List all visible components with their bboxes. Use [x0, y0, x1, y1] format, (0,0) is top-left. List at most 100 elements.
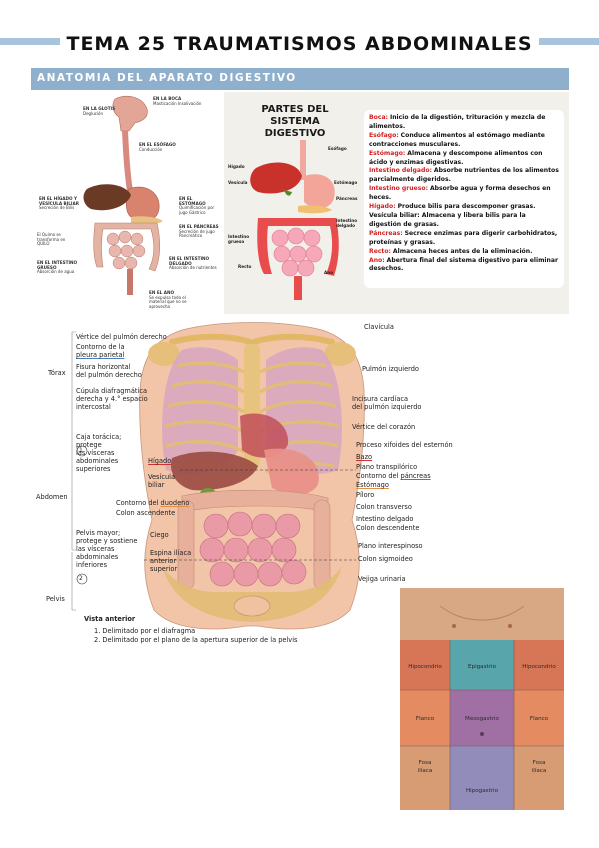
caption-title: Vista anterior	[84, 615, 136, 623]
label-contorno-pleura-2: pleura parietal	[76, 351, 125, 359]
label-vertice-pulmon-derecho: Vértice del pulmón derecho	[76, 333, 167, 341]
label-incisura-2: del pulmón izquierdo	[352, 403, 422, 411]
label-caja-4: abdominales	[76, 457, 119, 465]
region-mesogastrio: Mesogastrio	[465, 716, 499, 722]
part-item: Intestino delgado: Absorbe nutrientes de…	[369, 167, 559, 184]
part-item: Hígado: Produce bilis para descomponer g…	[369, 203, 536, 211]
label-espina-3: superior	[150, 565, 178, 573]
fig-label-intestino-delgado: Intestino delgado	[336, 218, 358, 228]
region-hipocondrio-izquierdo: Hipocondrio	[522, 664, 556, 670]
label-bolo: El Quimo se transforma en QUILO	[37, 232, 66, 247]
part-item: Estómago: Almacena y descompone alimento…	[369, 149, 543, 166]
region-fosa-iliaca-derecha-2: ilíaca	[417, 768, 433, 774]
label-cupula-1: Cúpula diafragmática	[76, 387, 147, 395]
fig-label-higado: Hígado	[228, 164, 245, 169]
anterior-view-anatomy: Vértice del pulmón derecho Contorno de l…	[32, 320, 453, 660]
label-pelvis-mayor-2: protege y sostiene	[76, 537, 138, 545]
label-plano-transpilorico: Plano transpilórico	[356, 463, 418, 471]
label-fisura-1: Fisura horizontal	[76, 363, 131, 371]
label-proceso-xifoides: Proceso xifoides del esternón	[356, 441, 453, 449]
caption-note-1: 1. Delimitado por el diafragma	[94, 627, 196, 635]
region-hipocondrio-derecho: Hipocondrio	[408, 664, 442, 670]
fig-label-ano: Ano	[324, 270, 334, 275]
part-item: Intestino grueso: Absorbe agua y forma d…	[369, 185, 551, 202]
label-intestino-delgado: Intestino delgado	[356, 515, 414, 523]
label-vejiga-urinaria: Vejiga urinaria	[358, 575, 406, 583]
label-caja-2: protege	[76, 441, 102, 449]
fig-label-vesicula: Vesícula	[228, 180, 248, 185]
label-bazo: Bazo	[356, 453, 373, 461]
region-hipogastrio: Hipogastrio	[465, 788, 499, 794]
label-pelvis: Pelvis	[46, 595, 65, 603]
label-colon-sigmoideo: Colon sigmoideo	[358, 555, 413, 563]
label-number-2: 2	[79, 575, 83, 582]
label-colon-descendente: Colon descendente	[356, 524, 420, 532]
label-incisura-1: Incisura cardíaca	[352, 395, 409, 403]
label-caja-1: Caja torácica;	[76, 433, 122, 441]
part-item: Vesícula biliar: Almacena y libera bilis…	[369, 211, 526, 228]
section-header: ANATOMIA DEL APARATO DIGESTIVO	[31, 68, 569, 90]
region-fosa-iliaca-izquierda-1: Fosa	[532, 760, 546, 766]
infographic-title: PARTES DEL SISTEMA DIGESTIVO	[261, 104, 329, 139]
label-contorno-pleura-1: Contorno de la	[76, 343, 125, 351]
page-title-text: TEMA 25 TRAUMATISMOS ABDOMINALES	[60, 33, 539, 55]
label-pelvis-mayor-1: Pelvis mayor;	[76, 529, 121, 537]
label-torax: Tórax	[48, 369, 66, 377]
fig-label-intestino-grueso: Intestino grueso	[228, 234, 250, 244]
digestive-tract-illustration	[83, 96, 163, 295]
section-title: ANATOMIA DEL APARATO DIGESTIVO	[37, 72, 297, 84]
part-item: Ano: Abertura final del sistema digestiv…	[369, 256, 558, 273]
label-vesicula-1: Vesícula	[148, 473, 175, 481]
region-fosa-iliaca-derecha-1: Fosa	[418, 760, 432, 766]
label-caja-5: superiores	[76, 465, 111, 473]
region-fosa-iliaca-izquierda-2: ilíaca	[531, 768, 547, 774]
fig-label-esofago: Esófago	[328, 146, 347, 151]
label-clavicula: Clavícula	[364, 323, 394, 331]
part-item: Recto: Almacena heces antes de la elimin…	[369, 247, 533, 255]
label-ciego: Ciego	[150, 531, 169, 539]
label-number-1: 1	[79, 447, 83, 454]
label-espina-2: anterior	[150, 557, 177, 565]
label-pelvis-mayor-5: inferiores	[76, 561, 108, 569]
abdominal-regions-figure: Hipocondrio Epigastrio Hipocondrio Flanc…	[400, 588, 564, 810]
region-flanco-izquierdo: Flanco	[529, 716, 549, 722]
caption-note-2: 2. Delimitado por el plano de la apertur…	[94, 636, 298, 644]
fig-label-pancreas: Páncreas	[336, 196, 358, 201]
parts-description-list: Boca: Inicio de la digestión, trituració…	[364, 110, 564, 288]
digestive-parts-infographic: PARTES DEL SISTEMA DIGESTIVO Esófago Híg…	[224, 92, 569, 314]
label-contorno-duodeno: Contorno del duodeno	[116, 499, 190, 507]
label-pulmon-izquierdo: Pulmón izquierdo	[362, 365, 419, 373]
label-pelvis-mayor-3: las vísceras	[76, 545, 115, 553]
label-cupula-3: intercostal	[76, 403, 111, 411]
fig-label-recto: Recto	[238, 264, 252, 269]
label-vesicula-2: biliar	[148, 481, 165, 489]
region-epigastrio: Epigastrio	[467, 664, 496, 670]
label-espina-1: Espina ilíaca	[150, 549, 192, 557]
label-abdomen: Abdomen	[36, 493, 68, 501]
label-higado: Hígado	[148, 457, 172, 465]
label-pelvis-mayor-4: abdominales	[76, 553, 119, 561]
label-contorno-pancreas: Contorno del páncreas	[356, 472, 431, 480]
label-cupula-2: derecha y 4.° espacio	[76, 395, 148, 403]
part-item: Esófago: Conduce alimentos al estómago m…	[369, 131, 545, 148]
label-fisura-2: del pulmón derecho	[76, 371, 142, 379]
region-flanco-derecho: Flanco	[415, 716, 435, 722]
abdominal-regions-grid	[400, 588, 564, 810]
digestive-system-figure	[250, 140, 339, 300]
label-piloro: Píloro	[356, 491, 375, 499]
label-vertice-corazon: Vértice del corazón	[352, 423, 416, 431]
fig-label-estomago: Estómago	[334, 180, 358, 185]
label-estomago: Estómago	[356, 481, 389, 489]
torso-anatomy-illustration	[71, 322, 365, 630]
part-item: Páncreas: Secrece enzimas para digerir c…	[369, 229, 558, 246]
